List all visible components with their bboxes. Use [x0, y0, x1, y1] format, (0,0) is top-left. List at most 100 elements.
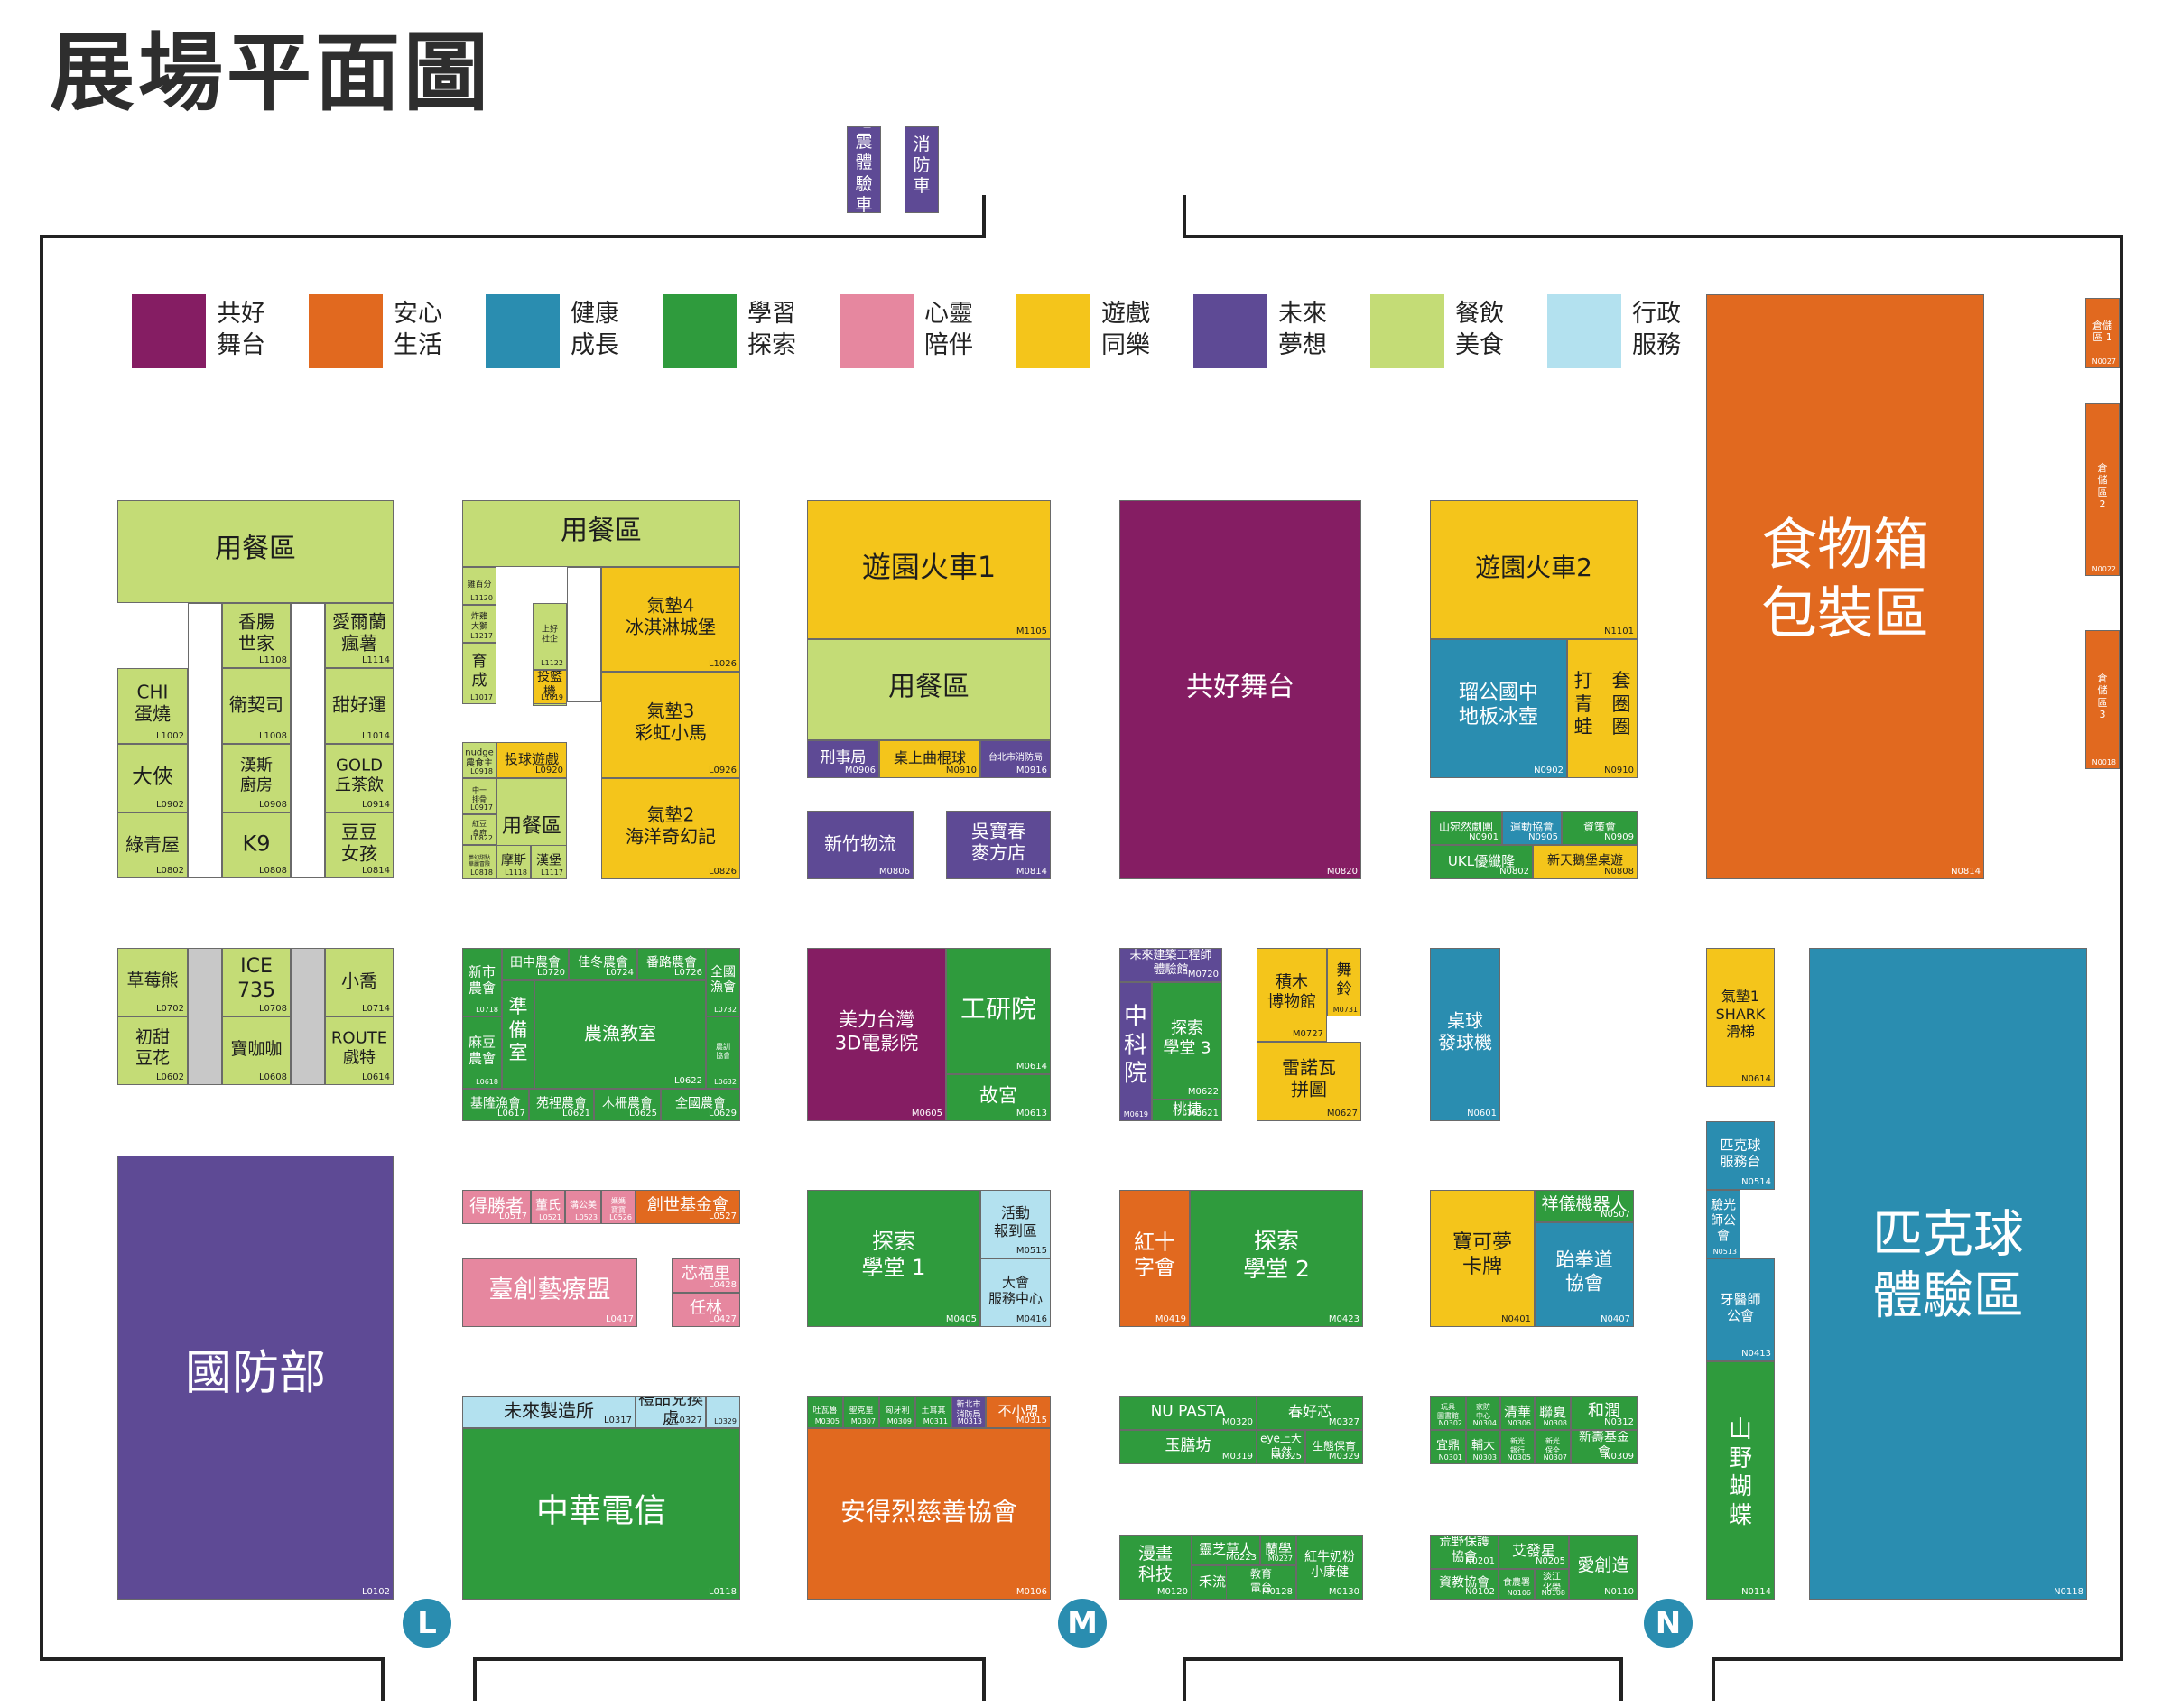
booth[interactable]: 消 防 車 — [905, 126, 939, 213]
booth[interactable]: 用餐區 — [117, 500, 394, 603]
booth[interactable]: 地震 體驗 車 — [847, 126, 881, 213]
booth[interactable]: 準 備 室 — [502, 980, 534, 1089]
booth[interactable]: 用餐區 — [807, 639, 1051, 740]
